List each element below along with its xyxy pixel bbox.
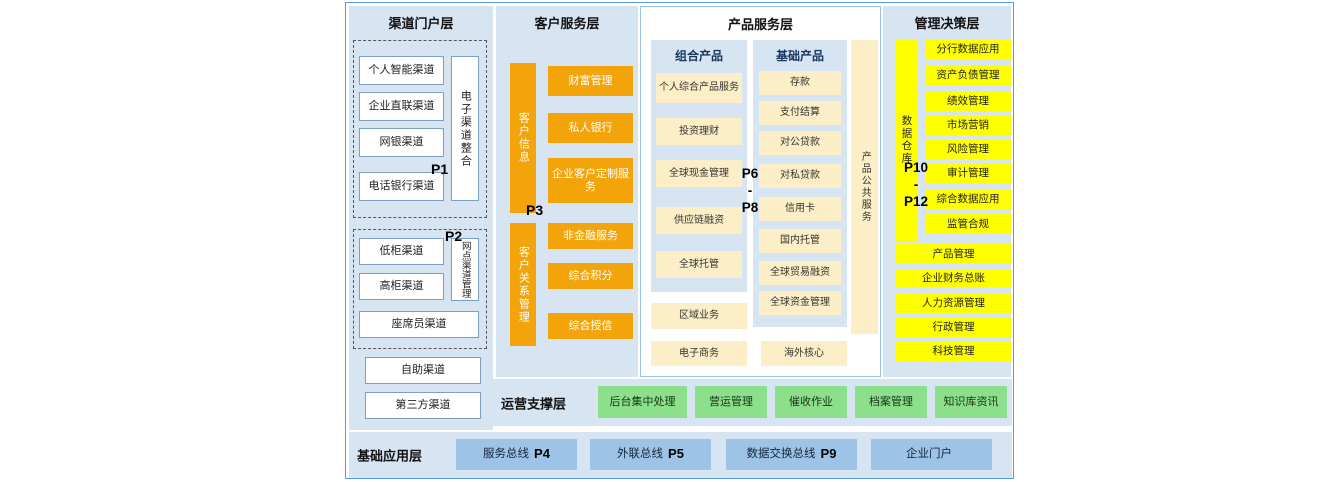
p3-label: P3	[526, 202, 544, 218]
operation-box: 档案管理	[855, 386, 927, 418]
product-service-layer-title: 产品服务层	[727, 17, 793, 32]
data-application-box: 市场营销	[925, 115, 1011, 135]
product-service-layer: 产品服务层 组合产品 个人综合产品服务 投资理财 全球现金管理 供应链融资 全球…	[640, 6, 881, 377]
crm-bar: 客户关系管理	[510, 223, 536, 346]
branch-channel-management-bar: 网点渠道管理	[451, 238, 479, 301]
management-decision-layer: 管理决策层 数据仓库 P10 - P12 分行数据应用 资产负债管理 绩效管理 …	[883, 6, 1011, 377]
data-application-box: 监管合规	[925, 214, 1011, 234]
customer-service-box-non-financial: 非金融服务	[548, 223, 633, 249]
management-box: 行政管理	[896, 318, 1011, 337]
customer-service-box-wealth: 财富管理	[548, 66, 633, 96]
p2-label: P2	[445, 228, 463, 244]
basic-product-box: 国内托管	[759, 229, 841, 253]
combo-product-box: 全球托管	[656, 251, 742, 278]
p4-label: P4	[534, 446, 550, 462]
management-box: 产品管理	[896, 244, 1011, 264]
basic-product-box: 支付结算	[759, 101, 841, 125]
data-application-box: 分行数据应用	[925, 39, 1011, 60]
management-box: 企业财务总账	[896, 269, 1011, 288]
data-application-box: 审计管理	[925, 164, 1011, 183]
channel-box-online-banking: 网银渠道	[359, 128, 444, 157]
channel-box-self-service: 自助渠道	[365, 357, 481, 384]
foundation-application-layer-title: 基础应用层	[357, 448, 423, 464]
operation-box: 后台集中处理	[598, 386, 687, 418]
channel-box-enterprise-direct: 企业直联渠道	[359, 92, 444, 121]
customer-service-layer: 客户服务层 客户信息 财富管理 私人银行 企业客户定制服务 P3 客户关系管理 …	[496, 6, 638, 377]
branch-channels-group: 低柜渠道 高柜渠道 网点渠道管理 座席员渠道	[353, 229, 487, 349]
basic-product-box: 全球贸易融资	[759, 261, 841, 285]
foundation-application-layer: 基础应用层 服务总线 P4 外联总线 P5 数据交换总线 P9 企业门户	[349, 432, 1012, 478]
combo-products-header: 组合产品	[674, 49, 723, 63]
channel-box-third-party: 第三方渠道	[365, 392, 481, 419]
data-application-box: 资产负债管理	[925, 65, 1011, 86]
overseas-core-box: 海外核心	[761, 341, 847, 366]
bus-label: 企业门户	[906, 447, 952, 460]
bus-box-service: 服务总线 P4	[456, 439, 577, 470]
p1-label: P1	[431, 161, 449, 177]
bus-box-enterprise-portal: 企业门户	[871, 439, 992, 470]
management-box: 人力资源管理	[896, 293, 1011, 313]
p9-label: P9	[820, 446, 837, 462]
bus-box-external: 外联总线 P5	[590, 439, 711, 470]
combo-products-panel: 组合产品 个人综合产品服务 投资理财 全球现金管理 供应链融资 全球托管	[651, 40, 747, 292]
bus-label: 服务总线	[483, 447, 530, 460]
e-commerce-box: 电子商务	[651, 341, 747, 366]
regional-business-box: 区域业务	[651, 303, 747, 329]
channel-portal-layer: 渠道门户层 个人智能渠道 企业直联渠道 网银渠道 电话银行渠道 电子渠道整合 P…	[349, 6, 493, 430]
bus-box-data-exchange: 数据交换总线 P9	[726, 439, 857, 470]
combo-product-box: 全球现金管理	[656, 160, 742, 187]
channel-portal-layer-title: 渠道门户层	[388, 16, 454, 31]
customer-service-box-enterprise-custom: 企业客户定制服务	[548, 158, 633, 203]
bus-label: 数据交换总线	[746, 447, 816, 460]
customer-info-bar: 客户信息	[510, 63, 536, 213]
data-application-box: 综合数据应用	[925, 189, 1011, 209]
combo-product-box: 供应链融资	[656, 207, 742, 234]
basic-products-panel: 基础产品 存款 支付结算 对公贷款 对私贷款 信用卡 国内托管 全球贸易融资 全…	[753, 40, 847, 327]
customer-service-box-points: 综合积分	[548, 263, 633, 289]
operation-box: 催收作业	[775, 386, 847, 418]
p6-p8-label: P6 - P8	[741, 166, 759, 215]
combo-product-box: 投资理财	[656, 118, 742, 145]
basic-product-box: 信用卡	[759, 197, 841, 221]
product-common-service-bar: 产品公共服务	[851, 40, 878, 334]
basic-products-header: 基础产品	[775, 49, 824, 63]
operation-support-layer: 运营支撑层 后台集中处理 营运管理 催收作业 档案管理 知识库资讯	[493, 379, 1012, 426]
combo-product-box: 个人综合产品服务	[656, 73, 742, 103]
channel-box-high-counter: 高柜渠道	[359, 273, 444, 300]
customer-service-box-private-bank: 私人银行	[548, 113, 633, 143]
channel-box-low-counter: 低柜渠道	[359, 238, 444, 265]
data-application-box: 风险管理	[925, 140, 1011, 159]
data-application-box: 绩效管理	[925, 91, 1011, 111]
electronic-channels-group: 个人智能渠道 企业直联渠道 网银渠道 电话银行渠道 电子渠道整合	[353, 40, 487, 218]
customer-service-layer-title: 客户服务层	[534, 16, 600, 31]
p5-label: P5	[668, 446, 684, 462]
operation-support-layer-title: 运营支撑层	[501, 396, 567, 411]
bus-label: 外联总线	[617, 447, 664, 460]
diagram-frame: 渠道门户层 个人智能渠道 企业直联渠道 网银渠道 电话银行渠道 电子渠道整合 P…	[345, 2, 1014, 479]
basic-product-box: 对私贷款	[759, 164, 841, 188]
customer-service-box-credit: 综合授信	[548, 313, 633, 339]
channel-box-agent: 座席员渠道	[359, 311, 479, 338]
operation-box: 营运管理	[695, 386, 767, 418]
p10-p12-label: P10 - P12	[903, 160, 929, 209]
management-box: 科技管理	[896, 342, 1011, 361]
electronic-channel-integration-bar: 电子渠道整合	[451, 56, 479, 201]
data-warehouse-bar: 数据仓库	[896, 39, 917, 241]
operation-box: 知识库资讯	[935, 386, 1007, 418]
channel-box-phone-banking: 电话银行渠道	[359, 172, 444, 201]
channel-box-personal-smart: 个人智能渠道	[359, 56, 444, 85]
basic-product-box: 对公贷款	[759, 131, 841, 155]
management-decision-layer-title: 管理决策层	[914, 16, 980, 31]
basic-product-box: 存款	[759, 71, 841, 95]
basic-product-box: 全球资金管理	[759, 291, 841, 315]
